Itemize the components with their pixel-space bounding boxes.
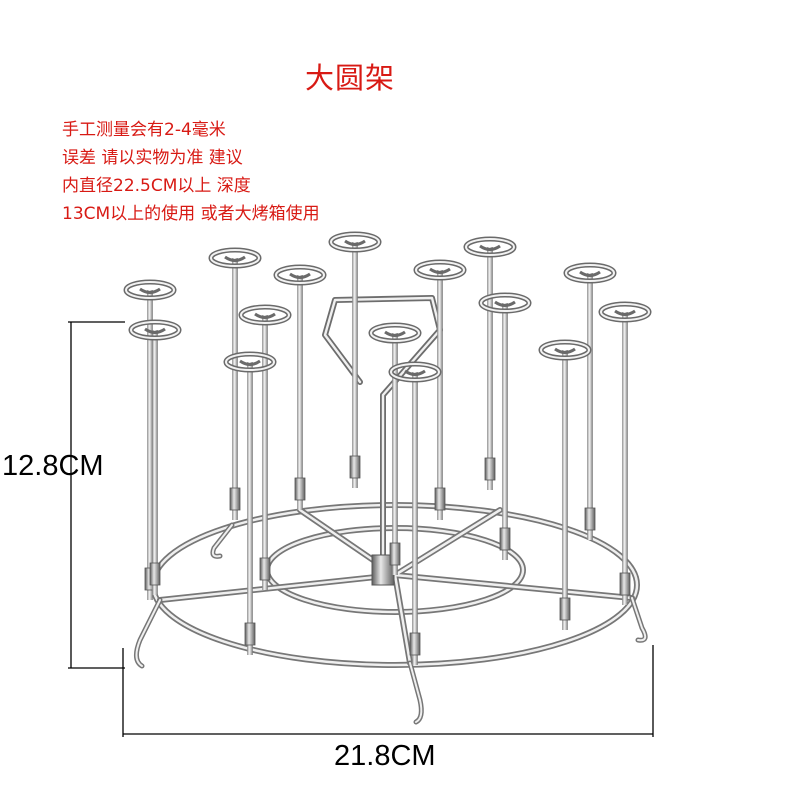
holder-rod [598, 301, 652, 605]
height-label: 12.8CM [2, 450, 104, 482]
holder-rod [463, 236, 517, 490]
holder-rod [223, 351, 277, 655]
note-line: 手工测量会有2-4毫米 [62, 120, 226, 140]
holder-rod [128, 319, 182, 595]
rack-feet [134, 522, 648, 725]
holder-rod [368, 322, 422, 575]
holder-rod [478, 292, 532, 560]
width-label: 21.8CM [334, 740, 436, 772]
holder-rod [328, 231, 382, 488]
holder-rod [238, 304, 292, 590]
note-line: 内直径22.5CM以上 深度 [62, 176, 251, 196]
holder-rod [388, 361, 442, 665]
height-dimension-lines [68, 321, 125, 669]
rack-handle [322, 295, 443, 558]
note-line: 13CM以上的使用 或者大烤箱使用 [62, 204, 320, 224]
holder-rod [273, 264, 327, 510]
holder-rod [413, 259, 467, 520]
glass-holder-rods [123, 231, 652, 665]
page-title: 大圆架 [304, 61, 395, 95]
holder-rod [208, 247, 262, 520]
measurement-note: 手工测量会有2-4毫米 误差 请以实物为准 建议 内直径22.5CM以上 深度 … [62, 116, 320, 228]
width-dimension-lines [122, 645, 654, 737]
note-line: 误差 请以实物为准 建议 [62, 148, 243, 168]
holder-rod [538, 339, 592, 630]
holder-rod [563, 262, 617, 540]
